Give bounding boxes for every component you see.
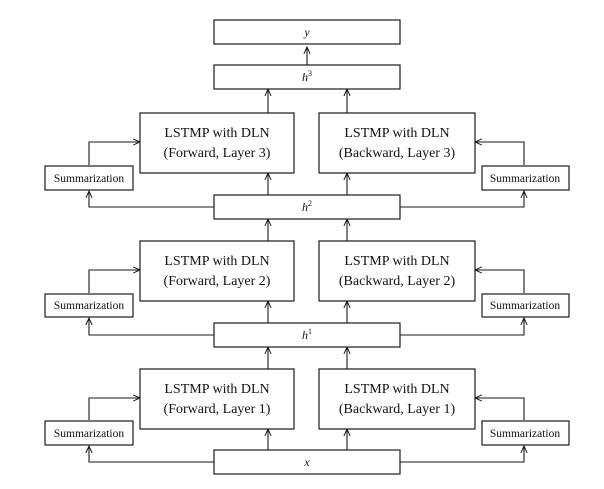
- backward-layer-3: LSTMP with DLN (Backward, Layer 3): [318, 112, 476, 174]
- forward-layer-2: LSTMP with DLN (Forward, Layer 2): [139, 240, 295, 302]
- forward-layer-1-subtitle: (Forward, Layer 1): [164, 402, 271, 417]
- backward-layer-2-title: LSTMP with DLN: [344, 254, 449, 269]
- backward-layer-3-subtitle: (Backward, Layer 3): [339, 146, 456, 161]
- edge-h1-to-sum2-left: [89, 318, 214, 336]
- backward-layer-1-title: LSTMP with DLN: [344, 382, 449, 397]
- edge-sum3-left-to-fwd3: [88, 142, 140, 165]
- backward-layer-1: LSTMP with DLN (Backward, Layer 1): [318, 368, 476, 430]
- forward-layer-2-title: LSTMP with DLN: [164, 254, 269, 269]
- summarization-left-layer-3: Summarization: [44, 165, 134, 191]
- forward-layer-2-subtitle: (Forward, Layer 2): [164, 274, 271, 289]
- forward-layer-3-title: LSTMP with DLN: [164, 126, 269, 141]
- hidden-label-h1: h1: [302, 327, 312, 342]
- edge-sum2-left-to-fwd2: [88, 270, 140, 293]
- forward-layer-1-title: LSTMP with DLN: [164, 382, 269, 397]
- summarization-right-layer-3-label: Summarization: [490, 173, 561, 185]
- edge-x-to-sum1-left: [89, 446, 214, 463]
- edge-h2-to-sum3-left: [89, 191, 214, 208]
- forward-layer-3-subtitle: (Forward, Layer 3): [164, 146, 271, 161]
- backward-layer-2: LSTMP with DLN (Backward, Layer 2): [318, 240, 476, 302]
- backward-layer-3-title: LSTMP with DLN: [344, 126, 449, 141]
- summarization-left-layer-2-label: Summarization: [54, 300, 125, 312]
- forward-layer-1: LSTMP with DLN (Forward, Layer 1): [139, 368, 295, 430]
- edge-sum1-right-to-bwd1: [475, 398, 525, 420]
- hidden-node-h2: h2: [213, 194, 401, 220]
- input-node: x: [213, 449, 401, 475]
- backward-layer-2-subtitle: (Backward, Layer 2): [339, 274, 456, 289]
- edge-sum2-right-to-bwd2: [475, 270, 525, 293]
- summarization-left-layer-3-label: Summarization: [54, 173, 125, 185]
- input-label: x: [303, 455, 310, 469]
- edge-sum1-left-to-fwd1: [88, 398, 140, 420]
- summarization-right-layer-1-label: Summarization: [490, 428, 561, 440]
- summarization-left-layer-2: Summarization: [44, 293, 134, 318]
- summarization-right-layer-3: Summarization: [481, 165, 570, 191]
- output-label: y: [303, 25, 310, 39]
- summarization-left-layer-1: Summarization: [44, 420, 134, 446]
- output-node: y: [213, 19, 401, 45]
- backward-layer-1-subtitle: (Backward, Layer 1): [339, 402, 456, 417]
- edge-h2-to-sum3-right: [400, 191, 524, 208]
- summarization-right-layer-2-label: Summarization: [490, 300, 561, 312]
- summarization-right-layer-2: Summarization: [481, 293, 570, 318]
- connection-edges: [88, 47, 525, 463]
- edge-x-to-sum1-right: [400, 446, 524, 463]
- hidden-label-h2: h2: [302, 199, 312, 214]
- edge-sum3-right-to-bwd3: [475, 142, 525, 165]
- forward-layer-3: LSTMP with DLN (Forward, Layer 3): [139, 112, 295, 174]
- hidden-node-h1: h1: [213, 322, 401, 348]
- hidden-node-h3: h3: [213, 64, 401, 90]
- hidden-label-h3: h3: [302, 69, 312, 84]
- summarization-right-layer-1: Summarization: [481, 420, 570, 446]
- summarization-left-layer-1-label: Summarization: [54, 428, 125, 440]
- edge-h1-to-sum2-right: [400, 318, 524, 336]
